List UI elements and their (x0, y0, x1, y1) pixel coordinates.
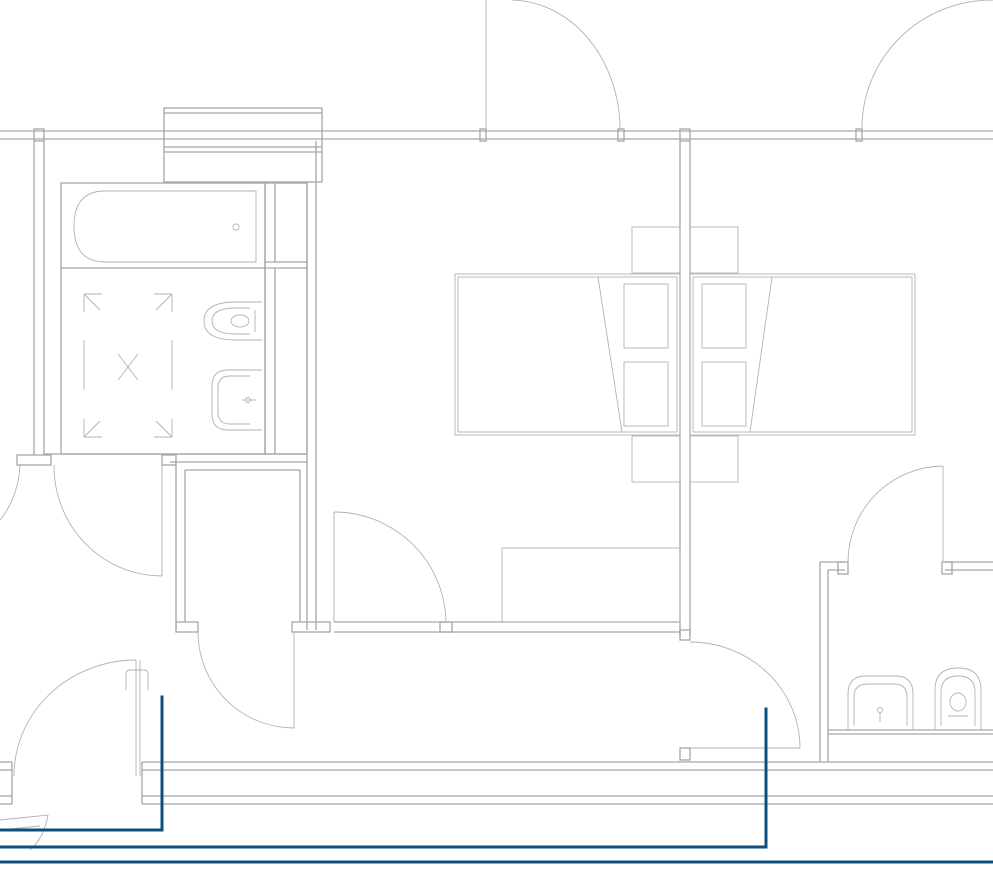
window-unit (163, 107, 323, 183)
wc-door (847, 465, 944, 563)
wardrobe-walls (175, 462, 331, 633)
route-line-short (0, 695, 164, 832)
exterior-wall-top (0, 128, 993, 142)
bedroom-door-right (679, 641, 801, 761)
nightstand-top (631, 226, 739, 274)
toilet-bathroom (203, 301, 262, 341)
bed-right (689, 273, 916, 436)
corridor-wall-bottom (0, 761, 993, 805)
bed-left (454, 273, 681, 436)
shower-tray (83, 293, 173, 438)
wardrobe-door (197, 631, 295, 729)
washbasin-bathroom (211, 369, 262, 431)
balcony-door-right (861, 0, 993, 130)
toilet-wc (934, 667, 982, 730)
nightstand-bottom (631, 435, 739, 483)
desk (501, 547, 681, 623)
bathroom-walls (33, 141, 317, 630)
balcony-door-left (485, 0, 621, 130)
route-lines (0, 695, 993, 864)
bathtub (73, 190, 257, 263)
washbasin-wc (847, 675, 914, 730)
route-line-long (0, 707, 768, 849)
bathroom-door (0, 454, 177, 577)
entrance-door (0, 659, 149, 851)
wc-walls (819, 561, 993, 762)
bedroom-partition (334, 141, 691, 641)
bedroom-door (333, 511, 447, 623)
